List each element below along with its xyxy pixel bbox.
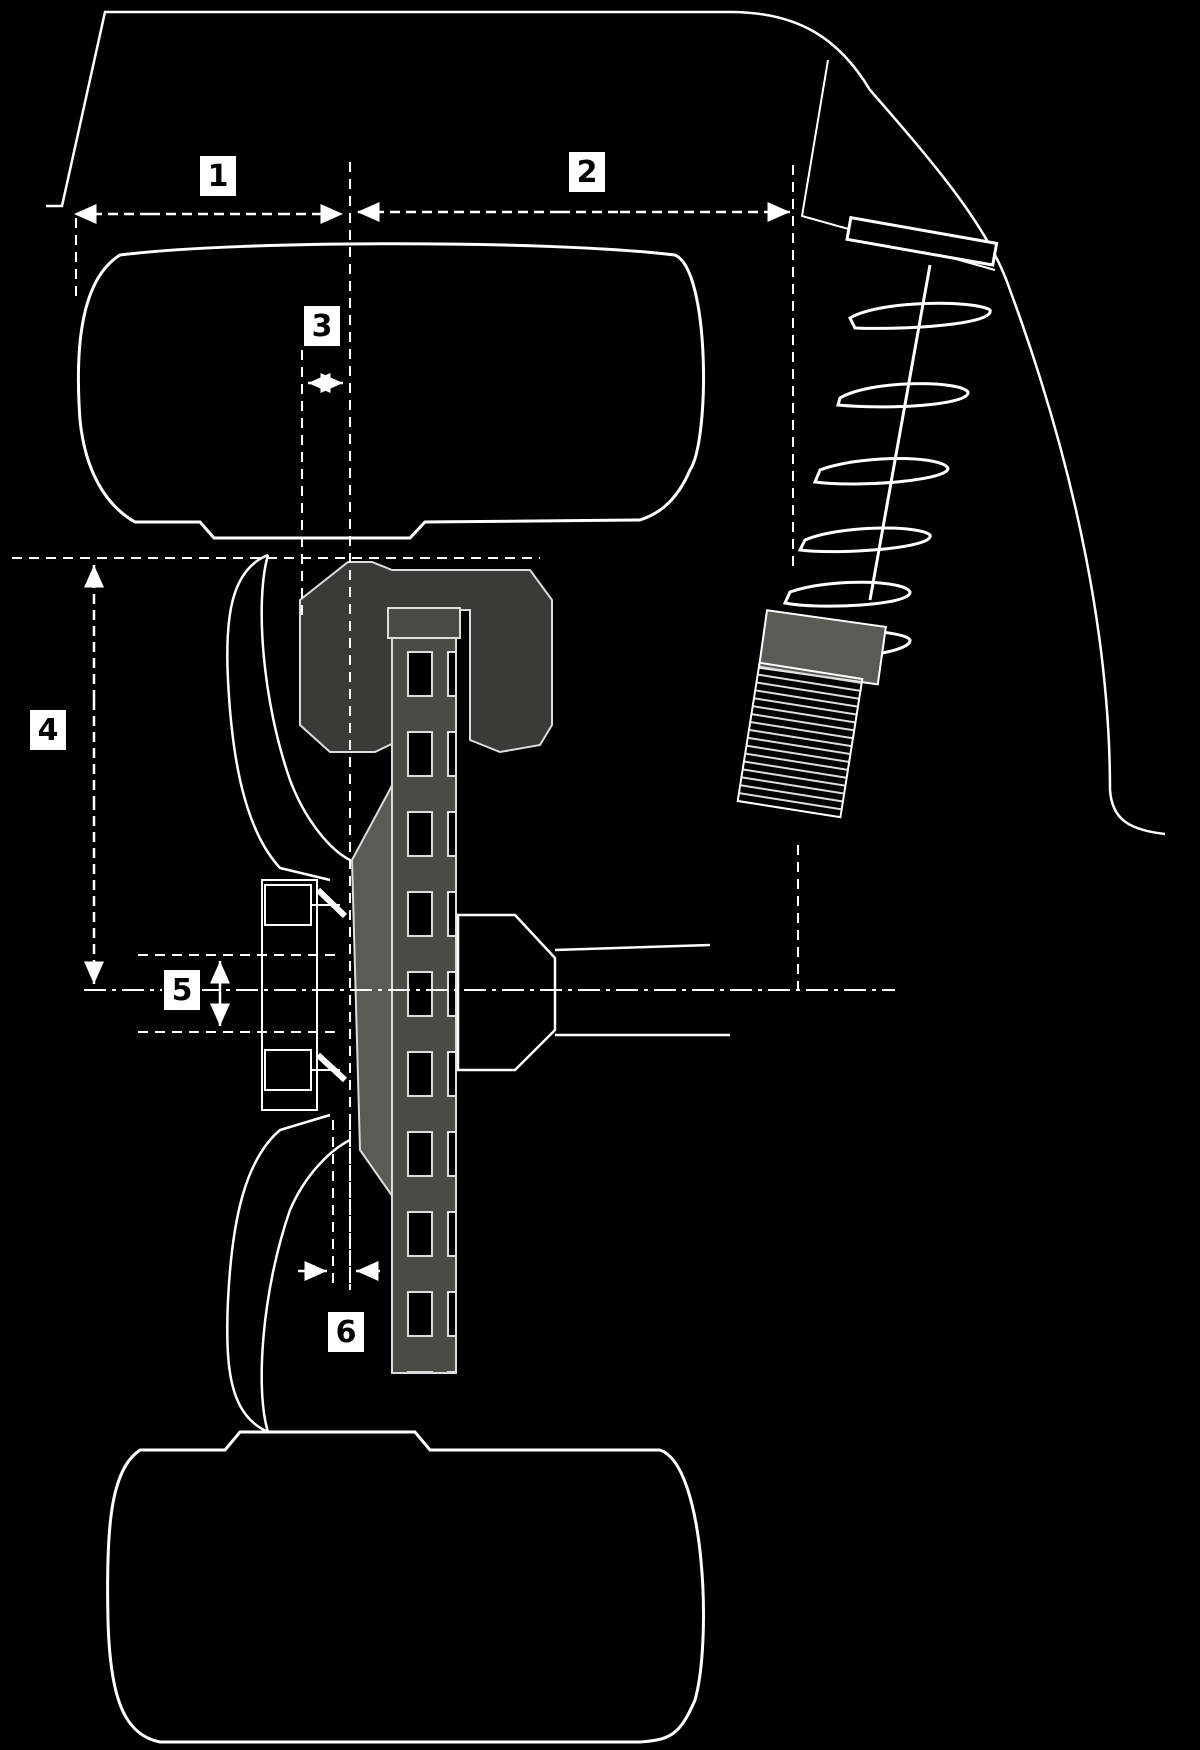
lower-tire (106, 1430, 705, 1744)
wheel-stud-upper (264, 884, 348, 926)
hub-bearing (456, 913, 557, 1072)
wheel-rim-lower (226, 1113, 351, 1434)
dimension-label-1: 1 (198, 154, 238, 198)
dimension-label-6: 6 (326, 1310, 366, 1354)
coil-spring (773, 215, 999, 661)
upper-tire (76, 242, 706, 540)
dimension-label-2: 2 (567, 150, 607, 194)
driveshaft-top (554, 943, 711, 952)
strut-body (736, 661, 864, 819)
dimension-label-3: 3 (302, 304, 342, 348)
wheel-rim (226, 553, 351, 882)
dimension-label-5: 5 (162, 968, 202, 1012)
stud-plate (261, 879, 318, 1111)
brake-caliper (299, 561, 553, 754)
fender-outline (46, 10, 1166, 836)
brake-disc-hat (387, 607, 461, 639)
dimension-label-4: 4 (28, 708, 68, 752)
wheel-stud-lower (264, 1049, 348, 1091)
